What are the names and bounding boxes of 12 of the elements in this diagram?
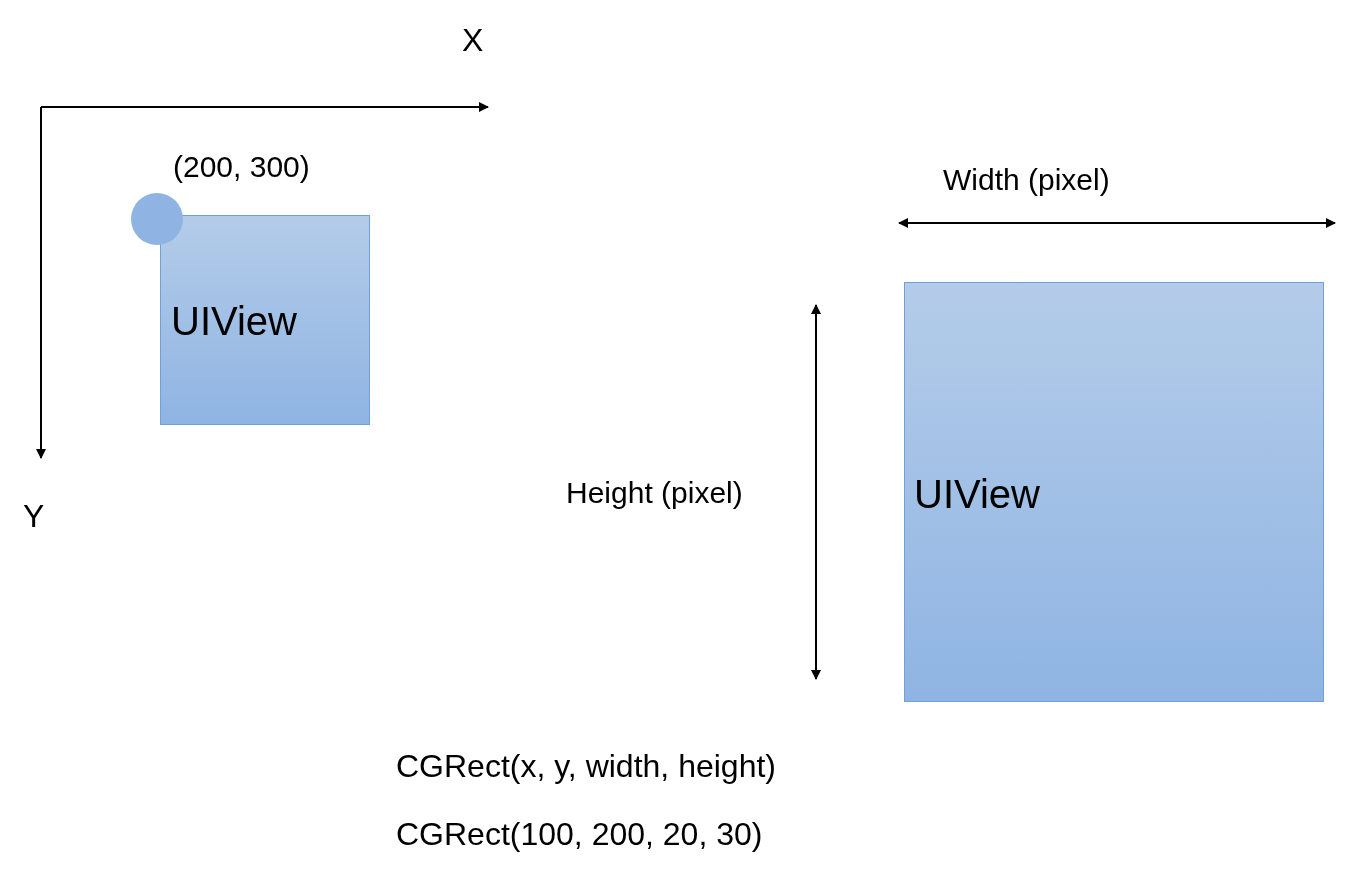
coordinate-label: (200, 300) — [173, 152, 310, 182]
view-label: UIView — [914, 474, 1040, 514]
origin-point — [131, 193, 183, 245]
view-box — [904, 282, 1324, 702]
axis-label: X — [462, 24, 484, 56]
code-text: CGRect(100, 200, 20, 30) — [396, 818, 763, 850]
axis-label: Y — [23, 500, 45, 532]
view-box — [160, 215, 370, 425]
dimension-label: Height (pixel) — [566, 478, 743, 508]
dimension-label: Width (pixel) — [943, 165, 1110, 195]
view-label: UIView — [171, 301, 297, 341]
code-text: CGRect(x, y, width, height) — [396, 750, 776, 782]
